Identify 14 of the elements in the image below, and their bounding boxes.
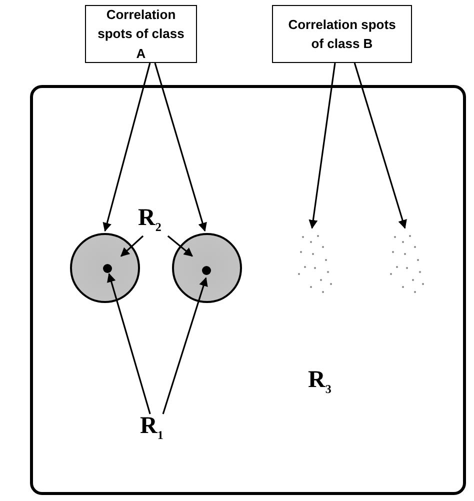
arrow — [162, 277, 208, 414]
region-label: R$_{3}$ — [308, 368, 332, 395]
arrow — [354, 62, 407, 229]
center-dot — [202, 266, 211, 275]
arrow — [154, 62, 207, 232]
region-label: R$_{2}$ — [138, 206, 174, 236]
arrow — [102, 62, 151, 232]
region-frame — [30, 85, 466, 495]
label-box: Correlation spots of class B — [272, 5, 412, 63]
arrow — [308, 62, 336, 229]
arrow — [107, 273, 151, 414]
region-label: R$_{1}$ — [140, 414, 176, 444]
center-dot — [103, 264, 112, 273]
label-box: Correlation spots of class A — [85, 5, 197, 63]
